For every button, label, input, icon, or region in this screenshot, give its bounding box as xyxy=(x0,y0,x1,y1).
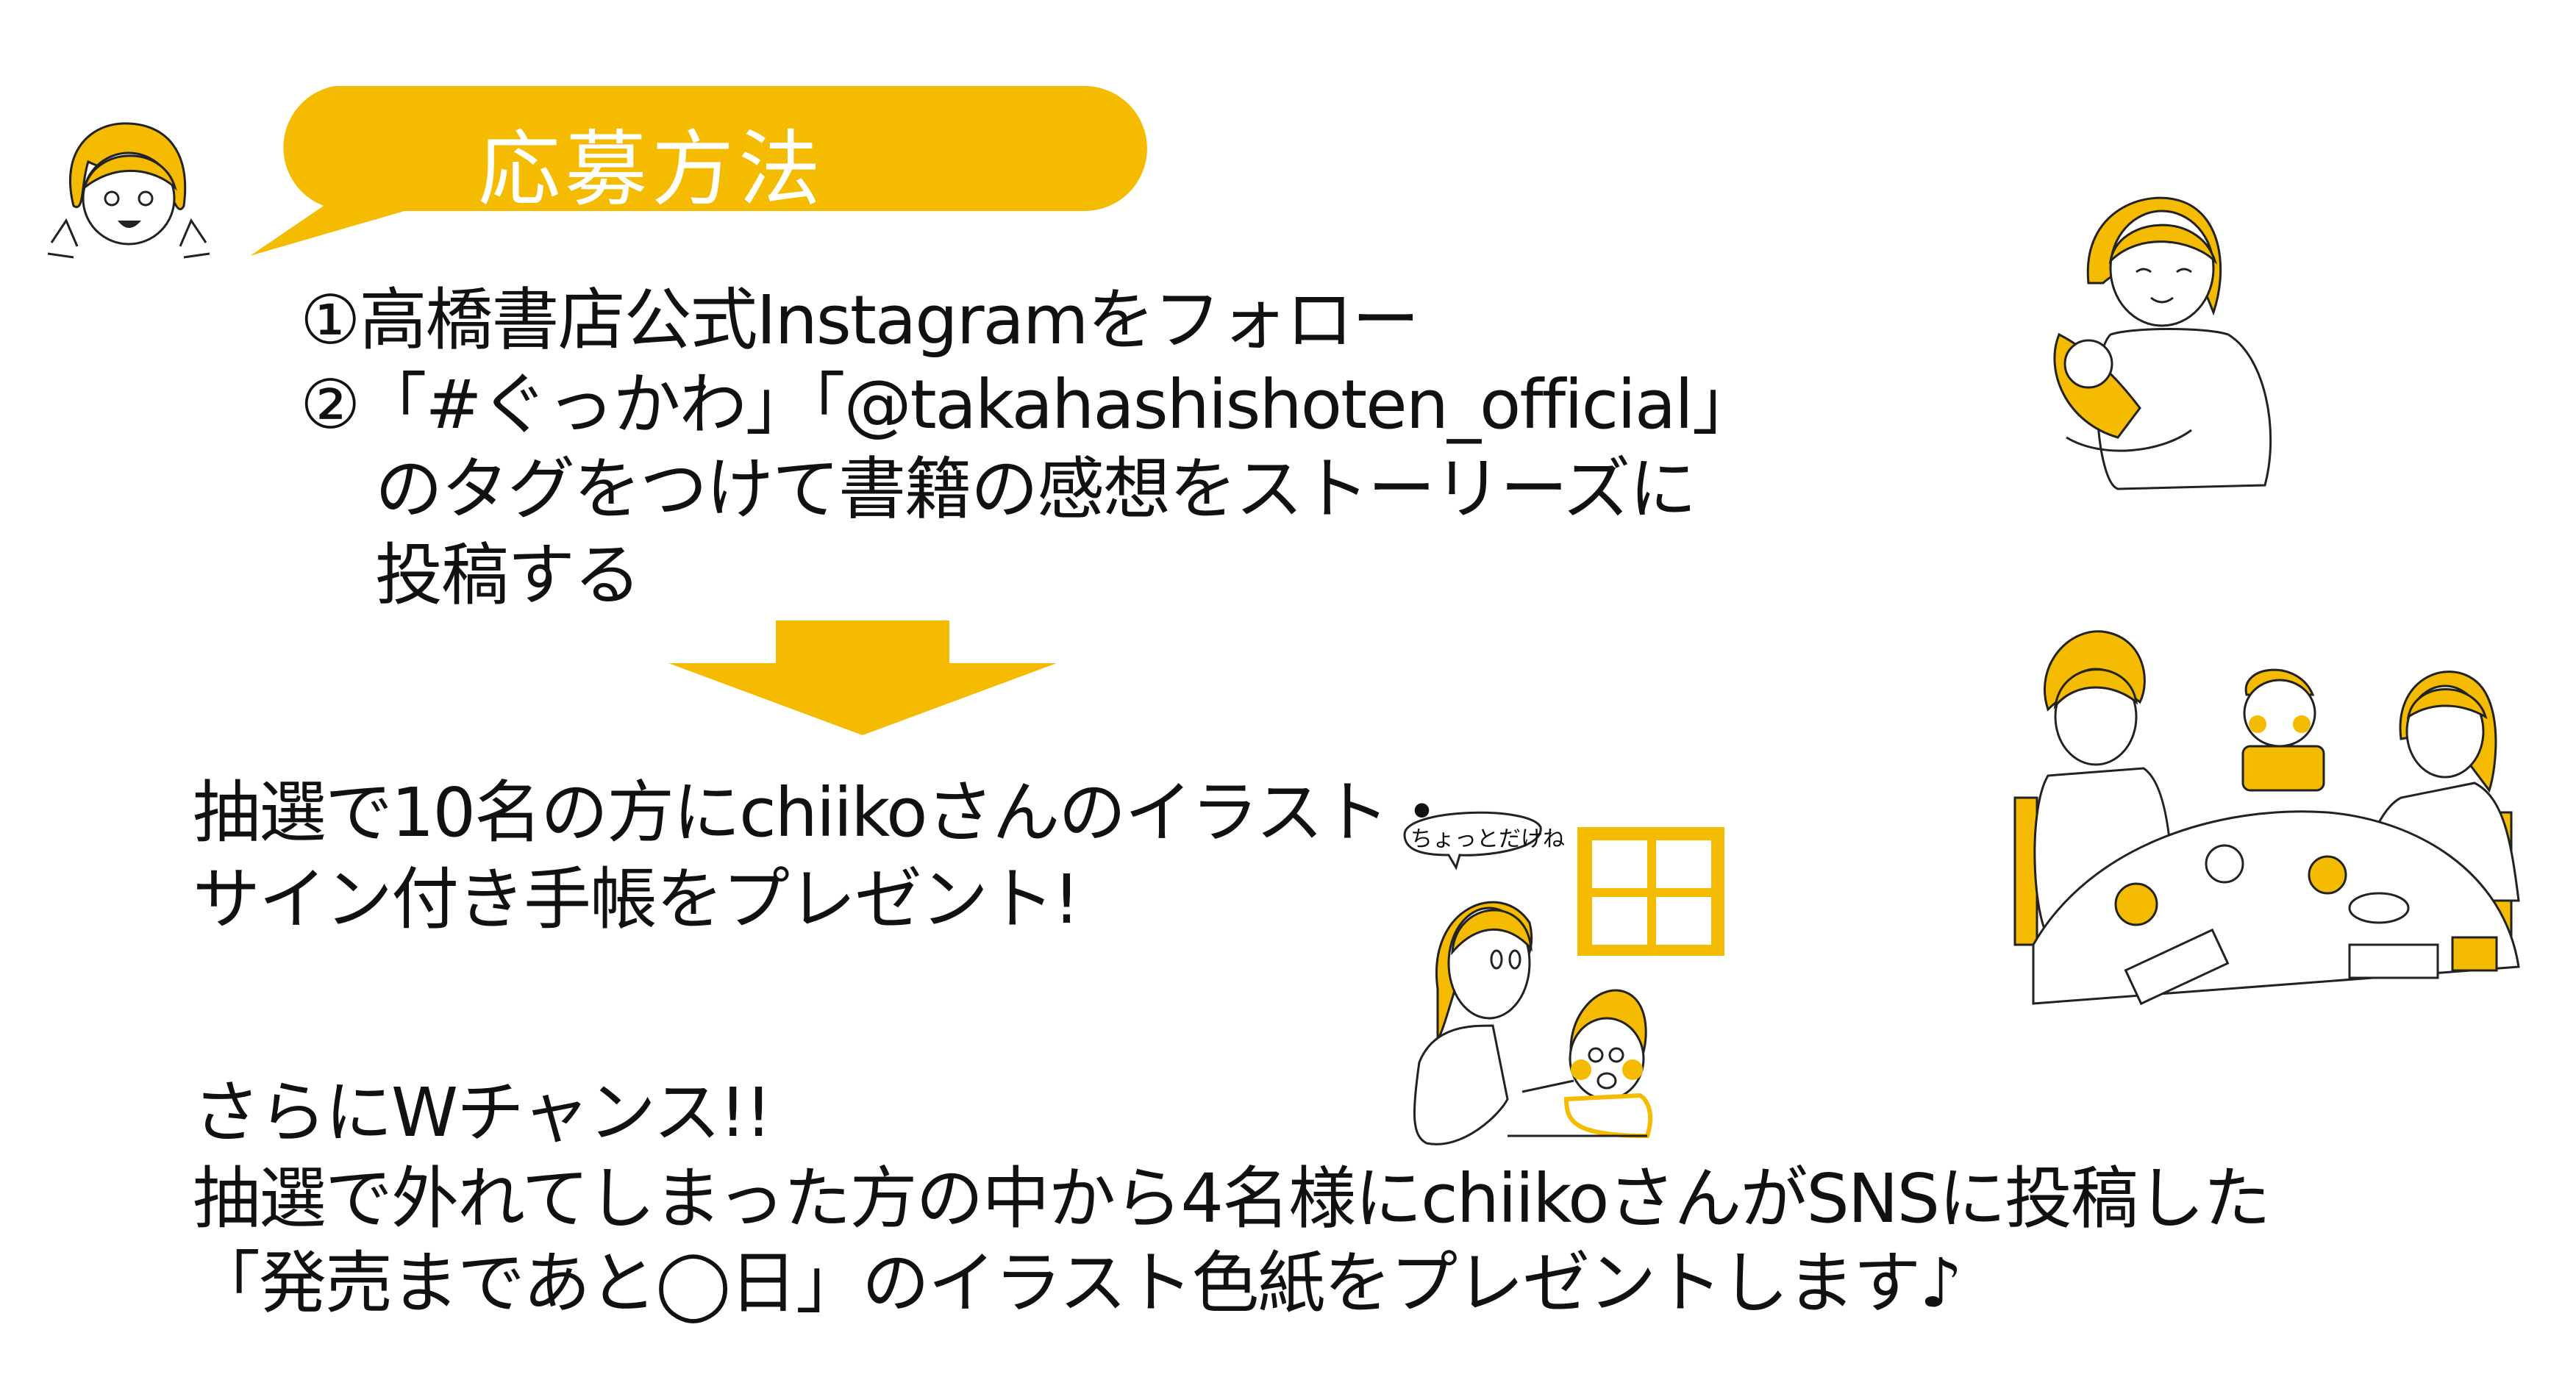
family-meal-illustration xyxy=(2013,630,2520,1006)
double-chance-line-2: 「発売まであと◯日」のイラスト色紙をプレゼントします♪ xyxy=(193,1244,1963,1323)
prize-line-2: サイン付き手帳をプレゼント! xyxy=(193,860,1080,939)
double-chance-heading: さらにWチャンス!! xyxy=(193,1073,772,1152)
step-2-text: ②「#ぐっかわ」「@takahashishoten_official」 xyxy=(300,365,1760,444)
step-2-text-cont: のタグをつけて書籍の感想をストーリーズに xyxy=(375,450,1696,529)
speech-bubble-text: ちょっとだけね xyxy=(1410,826,1565,852)
prize-line-1: 抽選で10名の方にchiikoさんのイラスト・ xyxy=(193,773,1456,852)
mother-holding-baby-illustration xyxy=(2053,196,2272,490)
down-arrow-icon xyxy=(668,621,1057,735)
step-1-text: ①高橋書店公式Instagramをフォロー xyxy=(300,281,1420,360)
banner-title: 応募方法 xyxy=(478,122,825,218)
mother-feeding-child-illustration xyxy=(1403,811,1724,1145)
double-chance-line-1: 抽選で外れてしまった方の中から4名様にchiikoさんがSNSに投稿した xyxy=(193,1159,2271,1238)
banner-speech-bubble xyxy=(250,86,1147,256)
avatar-illustration xyxy=(47,122,210,259)
step-2-text-cont2: 投稿する xyxy=(375,536,641,615)
